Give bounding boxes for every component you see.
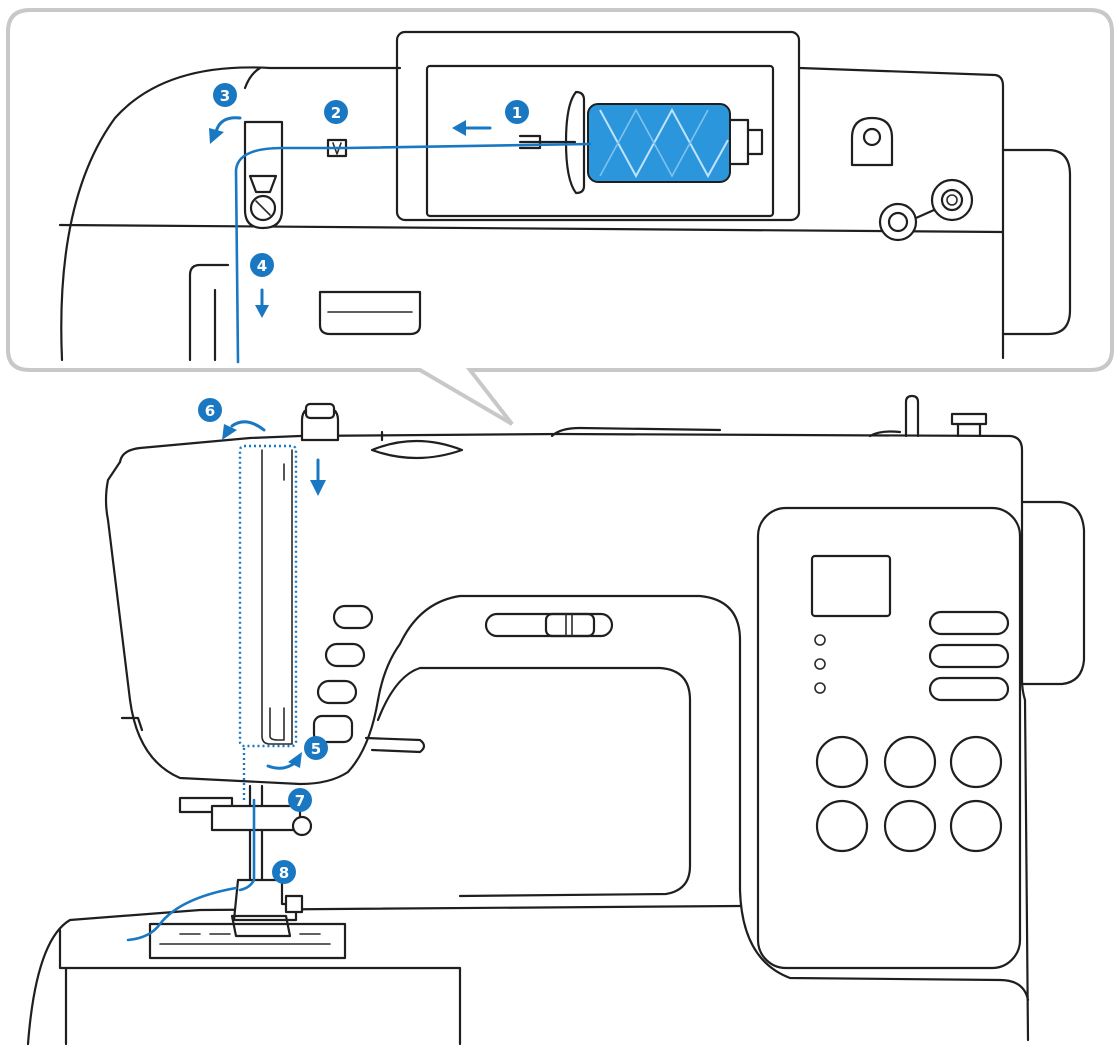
step-number-2: 2: [331, 104, 341, 122]
step-badge-1: 1: [505, 100, 529, 124]
step-number-4: 4: [257, 257, 267, 275]
step-number-1: 1: [512, 104, 522, 122]
sewing-machine-body: [26, 394, 1086, 1046]
step-number-6: 6: [205, 402, 215, 420]
zoomed-machine-top: [58, 30, 1072, 362]
step-number-8: 8: [279, 864, 289, 882]
step-number-5: 5: [311, 740, 321, 758]
step-number-3: 3: [220, 87, 230, 105]
step-badge-7: 7: [288, 788, 312, 812]
step-badge-4: 4: [250, 253, 274, 277]
zoom-thread-path: [209, 116, 592, 364]
main-thread-path: [126, 420, 326, 942]
step-badge-6: 6: [198, 398, 222, 422]
step-badge-2: 2: [324, 100, 348, 124]
step-number-7: 7: [295, 792, 305, 810]
step-badge-3: 3: [213, 83, 237, 107]
step-badge-5: 5: [304, 736, 328, 760]
step-badge-8: 8: [272, 860, 296, 884]
